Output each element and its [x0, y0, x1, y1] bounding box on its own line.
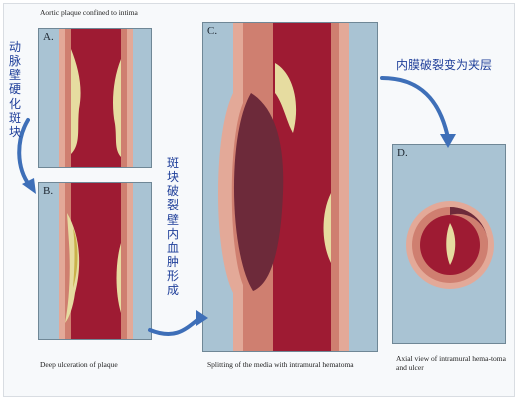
artery-lumen: [71, 183, 121, 339]
ulcer-flap: [446, 223, 456, 265]
panel-b: B.: [38, 182, 152, 340]
panel-d: D.: [392, 144, 506, 344]
hematoma-crescent: [450, 207, 489, 245]
caption-c: Splitting of the media with intramural h…: [207, 360, 354, 369]
annotation-middle: 斑块破裂壁内血肿形成: [166, 156, 179, 298]
panel-c-artery: [218, 23, 349, 351]
plaque-deposit-right: [323, 193, 331, 263]
plaque-right: [116, 243, 121, 313]
panel-c: C.: [202, 22, 378, 352]
caption-top: Aortic plaque confined to intima: [40, 8, 138, 17]
panel-d-cross-section: [406, 201, 494, 289]
panel-c-label: C.: [207, 25, 218, 37]
annotation-left: 动脉壁硬化斑块: [8, 40, 21, 139]
panel-b-label: B.: [43, 185, 54, 197]
caption-d: Axial view of intramural hema-toma and u…: [396, 354, 506, 373]
plaque-right: [113, 59, 121, 157]
panel-d-label: D.: [397, 147, 408, 159]
ulcer-crater: [73, 228, 78, 288]
panel-a: A.: [38, 28, 152, 168]
plaque-deposit: [275, 63, 297, 133]
caption-b: Deep ulceration of plaque: [40, 360, 118, 369]
panel-a-label: A.: [43, 31, 54, 43]
panel-a-artery: [59, 29, 133, 167]
plaque-left: [71, 49, 81, 154]
annotation-right: 内膜破裂变为夹层: [396, 58, 493, 72]
intramural-hematoma: [233, 93, 284, 291]
panel-b-artery: [59, 183, 133, 339]
